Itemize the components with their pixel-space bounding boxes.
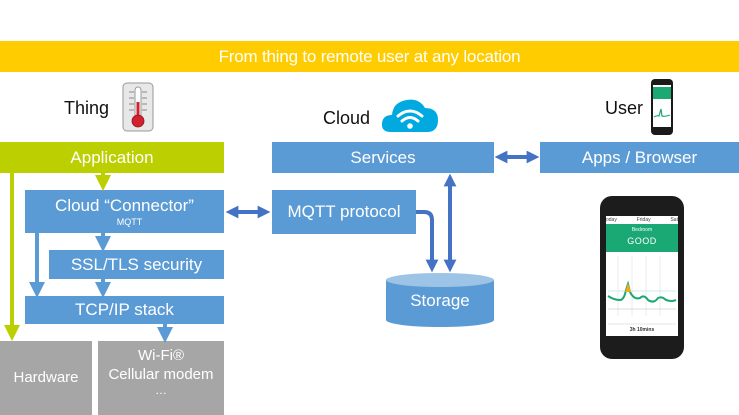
cloud-connector-box: Cloud “Connector” MQTT: [25, 190, 224, 233]
thermometer-icon: [121, 82, 155, 132]
modem-wifi-label: Wi-Fi®: [137, 347, 185, 364]
phone-status-label: GOOD: [627, 236, 657, 246]
phone-footer-value: 3h 10mins: [629, 327, 655, 333]
mqtt-protocol-box: MQTT protocol: [272, 190, 416, 234]
phone-nav: oday Friday Sat: [606, 217, 678, 223]
phone-room-label: Bedroom: [631, 227, 653, 233]
thing-label: Thing: [64, 98, 110, 118]
phone-nav-next: Sat: [670, 217, 678, 223]
cloud-wifi-icon: [381, 94, 439, 134]
tcp-ip-box: TCP/IP stack: [25, 296, 224, 324]
services-box: Services: [272, 142, 494, 173]
banner-title: From thing to remote user at any locatio…: [0, 41, 739, 72]
application-box: Application: [0, 142, 224, 173]
apps-browser-box: Apps / Browser: [540, 142, 739, 173]
storage-label: Storage: [410, 291, 470, 310]
ssl-tls-box: SSL/TLS security: [49, 250, 224, 279]
modem-more-label: …: [155, 383, 167, 397]
phone-nav-current: Friday: [636, 217, 651, 223]
phone-illustration: oday Friday Sat Bedroom GOOD 3h 10mins: [600, 196, 684, 359]
hardware-box: Hardware: [0, 341, 92, 415]
storage-cylinder: Storage: [385, 272, 495, 328]
smartphone-icon: [651, 79, 673, 135]
arrow-mqtt-to-storage: [416, 210, 439, 273]
phone-nav-prev: oday: [606, 217, 617, 223]
cloud-connector-subtitle: MQTT: [116, 217, 143, 227]
modem-box: Wi-Fi® Cellular modem …: [98, 341, 224, 415]
cloud-connector-title: Cloud “Connector”: [55, 196, 194, 215]
user-label: User: [605, 98, 644, 118]
cloud-label: Cloud: [323, 108, 371, 128]
modem-cellular-label: Cellular modem: [108, 366, 214, 383]
